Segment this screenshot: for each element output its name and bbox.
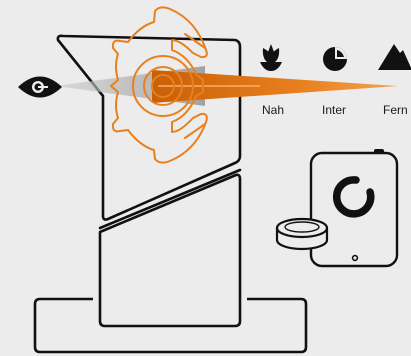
distance-label-far: Fern [383, 103, 408, 117]
remote-indicator-led [351, 254, 359, 262]
mountain-icon [378, 44, 411, 70]
camera-base [33, 297, 308, 354]
camera-body-divider [98, 168, 242, 230]
remote-control [309, 149, 399, 268]
coin-battery-icon [275, 217, 329, 251]
tulip-icon [260, 44, 282, 71]
distance-label-inter: Inter [322, 103, 346, 117]
eye-icon [18, 76, 62, 98]
focus-ring-icon [110, 6, 208, 164]
camera-body-upper [56, 34, 242, 221]
camera-body-lower [98, 173, 242, 328]
distance-label-near: Nah [262, 103, 284, 117]
focus-beam [152, 70, 398, 103]
pie-icon [323, 47, 347, 71]
remote-dial-icon [333, 176, 375, 218]
